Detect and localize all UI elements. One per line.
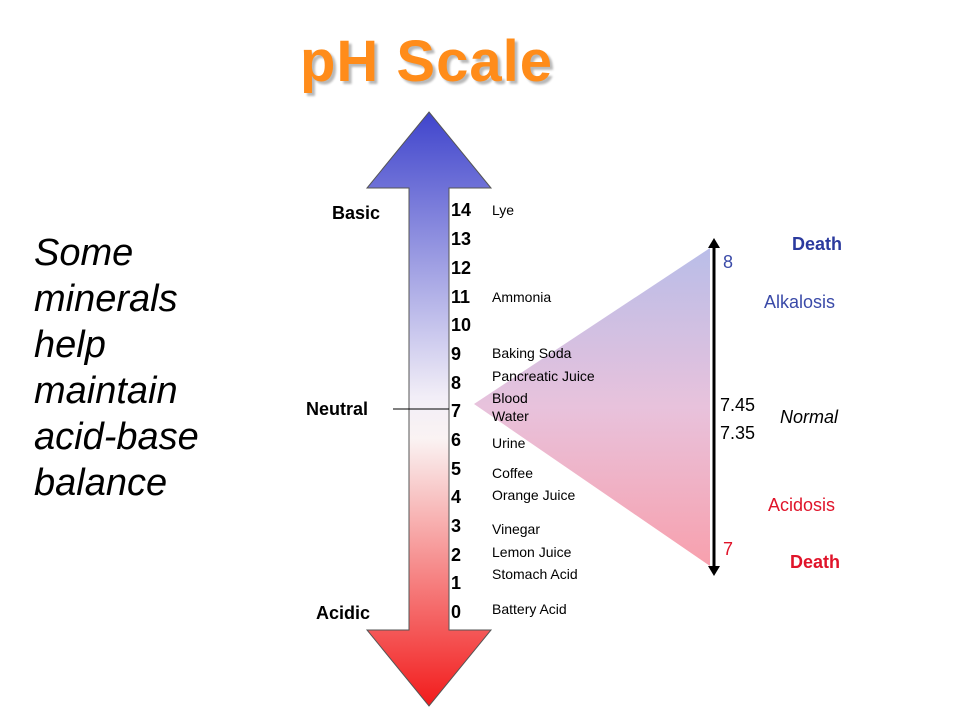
acidosis-label: Acidosis [768,495,836,515]
ph-value-4: 4 [451,487,462,507]
death-top-label: Death [792,234,843,254]
ph-value-2: 2 [451,545,462,565]
ph-value-0: 0 [451,602,462,622]
ph-value-1: 1 [451,573,462,593]
region-acidic-label: Acidic [316,603,371,623]
range-value-7-45: 7.45 [720,395,756,415]
range-value-8: 8 [723,252,734,272]
range-value-7-35: 7.35 [720,423,756,443]
ph-value-5: 5 [451,459,462,479]
blood-range-triangle [474,248,710,566]
region-basic-label: Basic [332,203,381,223]
normal-label: Normal [780,407,839,427]
substance-urine: Urine [492,435,526,451]
substance-water: Water [492,408,529,424]
substance-pancreatic-juice: Pancreatic Juice [492,368,595,384]
ph-value-12: 12 [451,258,472,278]
range-value-7: 7 [723,539,734,559]
substance-orange-juice: Orange Juice [492,487,576,503]
ph-value-6: 6 [451,430,462,450]
ph-value-11: 11 [451,287,471,307]
page-title: pH Scale [300,29,553,94]
range-bar-arrow-bottom [708,566,720,576]
substance-coffee: Coffee [492,465,533,481]
region-neutral-label: Neutral [306,399,369,419]
substance-blood: Blood [492,390,528,406]
substance-lye: Lye [492,202,515,218]
substance-battery-acid: Battery Acid [492,601,567,617]
substance-stomach-acid: Stomach Acid [492,566,578,582]
substance-baking-soda: Baking Soda [492,345,572,361]
range-bar-arrow-top [708,238,720,248]
ph-value-8: 8 [451,373,462,393]
ph-value-7: 7 [451,401,462,421]
ph-value-3: 3 [451,516,462,536]
ph-value-9: 9 [451,344,462,364]
death-bottom-label: Death [790,552,841,572]
substance-ammonia: Ammonia [492,289,552,305]
ph-value-14: 14 [451,200,472,220]
alkalosis-label: Alkalosis [764,292,836,312]
substance-vinegar: Vinegar [492,521,541,537]
ph-value-13: 13 [451,229,472,249]
side-caption: Some minerals help maintain acid-base ba… [34,232,199,504]
substance-lemon-juice: Lemon Juice [492,544,572,560]
ph-value-10: 10 [451,315,472,335]
